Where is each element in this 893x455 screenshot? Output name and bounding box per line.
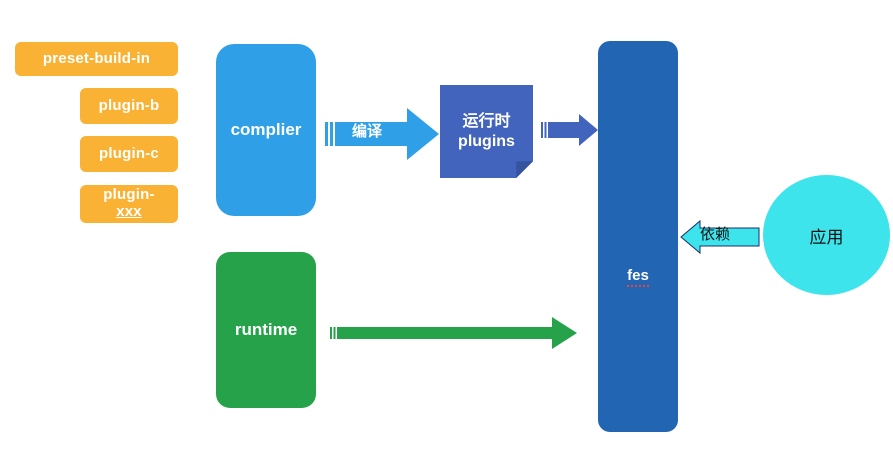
arrow-compile-label: 编译 — [352, 123, 383, 140]
node-runtime[interactable]: runtime — [216, 252, 316, 408]
node-label: plugin-b — [98, 96, 160, 114]
arrow-runtime-to-fes — [330, 317, 577, 349]
node-app[interactable]: 应用 — [763, 175, 890, 295]
node-label: 运行时 plugins — [458, 112, 515, 152]
node-plugin-c[interactable]: plugin-c — [80, 136, 178, 172]
node-label: fes — [627, 267, 649, 287]
node-label: preset-build-in — [42, 49, 151, 67]
node-plugin-b[interactable]: plugin-b — [80, 88, 178, 124]
node-runtime-plugins[interactable]: 运行时 plugins — [440, 85, 533, 178]
node-label-wrap: fes — [598, 267, 678, 287]
node-complier[interactable]: complier — [216, 44, 316, 216]
node-label: 应用 — [809, 227, 844, 247]
node-fes[interactable]: fes — [598, 41, 678, 432]
arrow-plugins-to-fes — [541, 114, 598, 146]
node-label: runtime — [234, 320, 298, 339]
node-label-line2: plugins — [458, 132, 515, 150]
arrow-depend — [680, 219, 760, 255]
arrow-compile — [325, 108, 439, 160]
node-label-line1: 运行时 — [462, 112, 511, 130]
node-label: complier — [230, 120, 302, 139]
node-label-line1: plugin- — [103, 186, 155, 204]
node-label-line2: xxx — [116, 203, 142, 220]
node-label: plugin- xxx — [103, 186, 155, 221]
node-plugin-xxx[interactable]: plugin- xxx — [80, 185, 178, 223]
node-preset-build-in[interactable]: preset-build-in — [15, 42, 178, 76]
node-label: plugin-c — [99, 144, 159, 162]
arrow-depend-label: 依赖 — [700, 226, 731, 243]
